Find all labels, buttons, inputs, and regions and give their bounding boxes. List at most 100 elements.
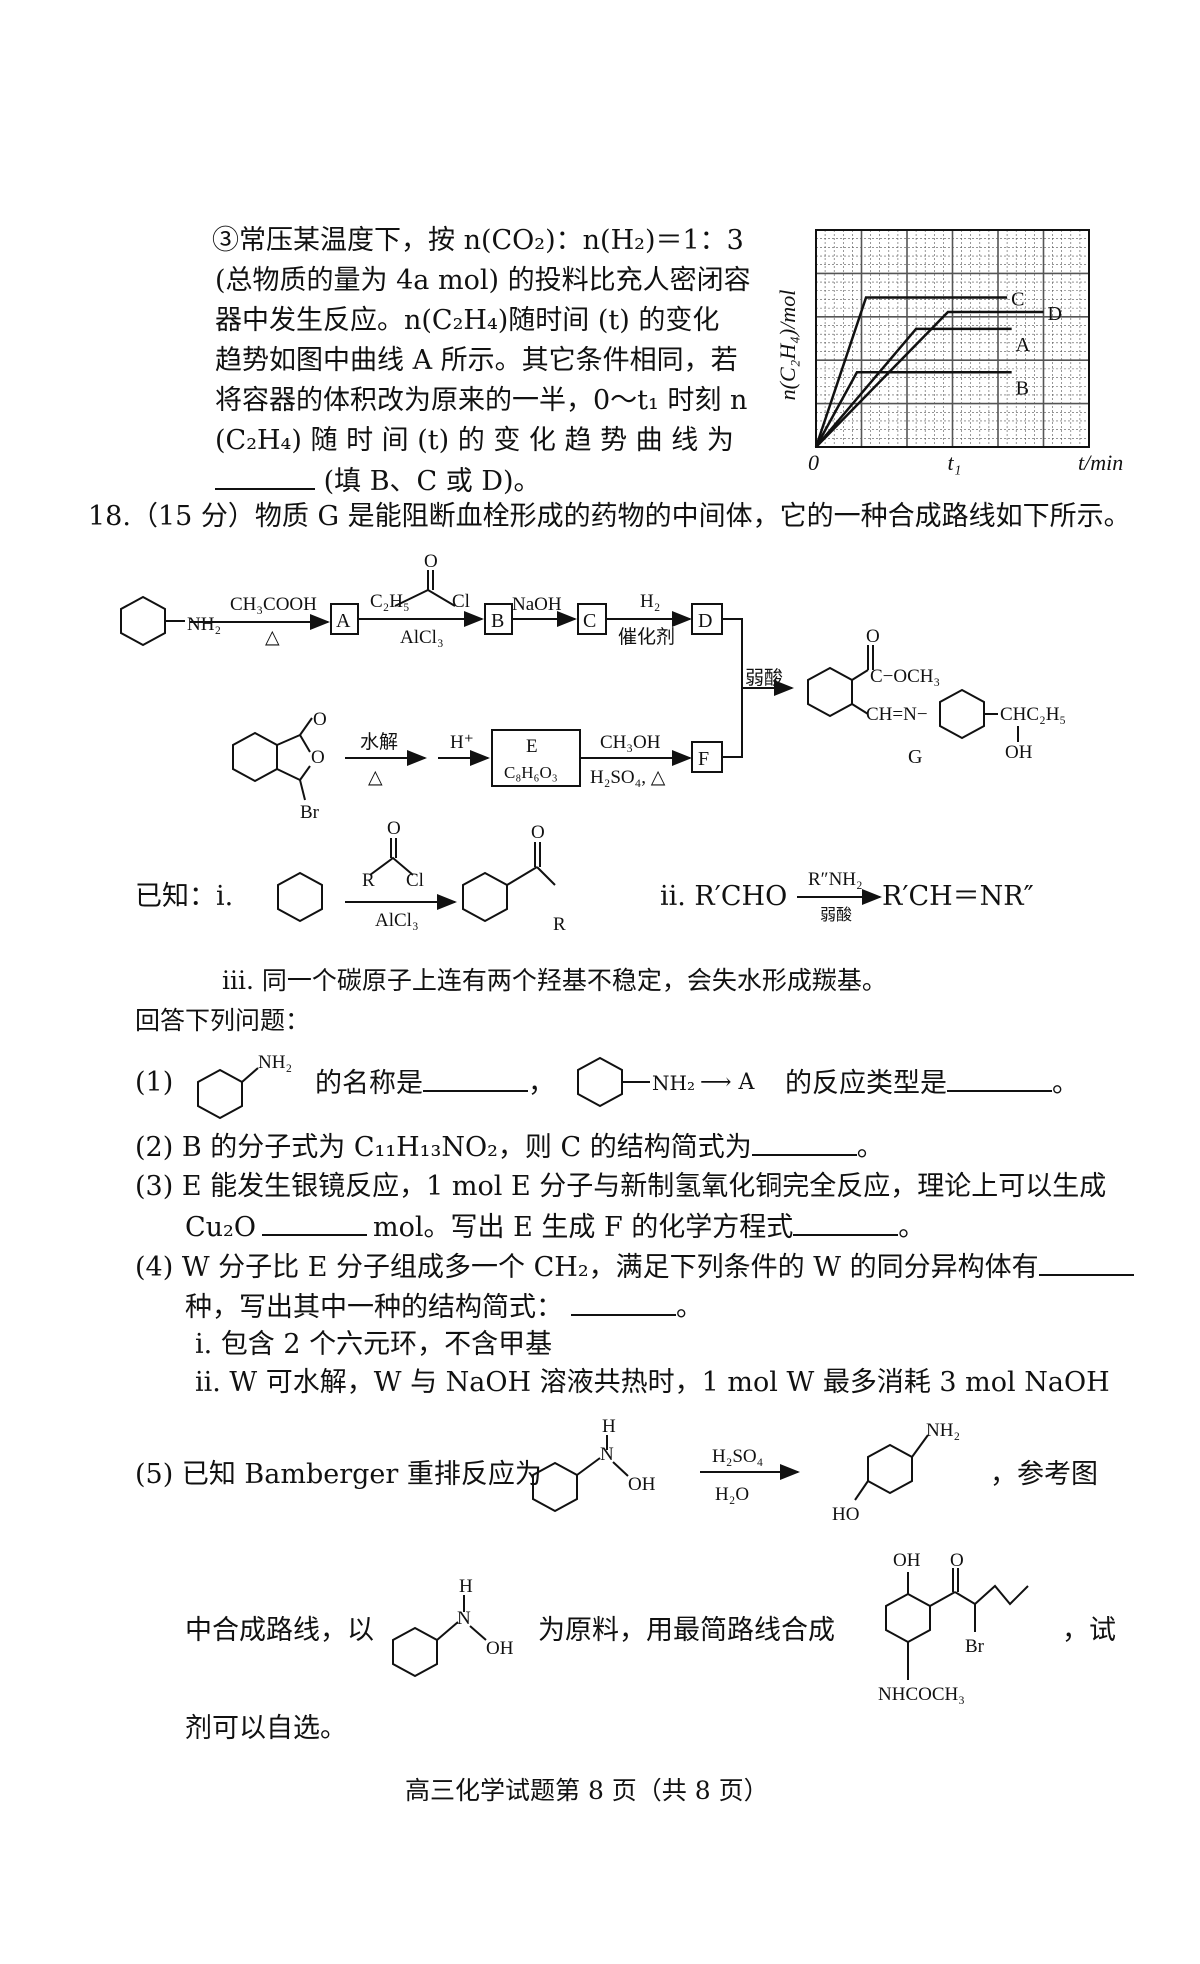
q1-comma: ，: [528, 1068, 555, 1099]
q3-line2: Cu₂O mol。写出 E 生成 F 的化学方程式 。: [185, 1210, 925, 1245]
q1-type-prompt: 的反应类型是。: [785, 1066, 1079, 1101]
compound-g: G: [908, 746, 922, 768]
svg-text:N: N: [457, 1608, 471, 1629]
q4-line2: 种，写出其中一种的结构简式： 。: [185, 1290, 703, 1325]
answer-blank: [215, 464, 315, 490]
curve-label-C: C: [1011, 289, 1024, 311]
answer-blank: [947, 1066, 1052, 1092]
box-a: [330, 603, 359, 635]
svg-text:H: H: [459, 1576, 473, 1597]
q3-equation-prompt: mol。写出 E 生成 F 的化学方程式: [373, 1212, 794, 1243]
known-iii: ⅲ. 同一个碳原子上连有两个羟基不稳定，会失水形成羰基。: [222, 966, 887, 995]
q4-condition-2: ⅱ. W 可水解，W 与 NaOH 溶液共热时，1 mol W 最多消耗 3 m…: [195, 1367, 1110, 1398]
q4-line1: (4) W 分子比 E 分子组成多一个 CH₂，满足下列条件的 W 的同分异构体…: [135, 1250, 1134, 1285]
answer-blank: [751, 1130, 857, 1156]
chart-grid: [815, 229, 1090, 448]
q17-line: 将容器的体积改为原来的一半，0～t₁ 时刻 n: [215, 385, 748, 416]
svg-text:△: △: [368, 767, 383, 788]
curve-D: [815, 310, 1044, 448]
reagent-label: H⁺: [450, 732, 474, 753]
q4-text: (4) W 分子比 E 分子组成多一个 CH₂，满足下列条件的 W 的同分异构体…: [135, 1252, 1039, 1283]
svg-text:NH₂: NH₂: [926, 1420, 960, 1441]
curve-label-A: A: [1016, 334, 1031, 356]
q1-nh2: NH₂: [652, 1071, 695, 1095]
q4-end: 。: [676, 1292, 703, 1323]
svg-text:Br: Br: [300, 802, 320, 823]
atom-label: Cl: [452, 591, 470, 612]
box-d: [691, 603, 723, 635]
compound-c: C: [583, 610, 596, 632]
q2: (2) B 的分子式为 C₁₁H₁₃NO₂，则 C 的结构简式为。: [135, 1130, 884, 1165]
reagent-label: 水解: [360, 731, 398, 753]
benzene-ring-icon: [120, 595, 166, 647]
condition-label: 催化剂: [618, 626, 675, 648]
curve-A: [815, 327, 1012, 448]
answer-blank: [1038, 1250, 1134, 1276]
svg-text:H₂SO₄: H₂SO₄: [712, 1446, 763, 1467]
reagent-label: C₂H₅: [370, 591, 410, 612]
chart-frame: [815, 229, 1090, 448]
answer-blank: [262, 1210, 368, 1236]
svg-text:Br: Br: [965, 1636, 985, 1657]
q1-type-text: 的反应类型是: [785, 1068, 947, 1099]
svg-text:R: R: [362, 870, 375, 891]
svg-text:NH₂: NH₂: [258, 1052, 292, 1073]
nh2-label: NH₂: [187, 614, 221, 635]
condition-label: 弱酸: [745, 667, 783, 689]
svg-text:Cl: Cl: [406, 870, 424, 891]
compound-b: B: [491, 610, 504, 632]
chain-label: CHC₂H₅: [1000, 704, 1066, 725]
q3-cu2o: Cu₂O: [185, 1212, 257, 1243]
q5-intro: (5) 已知 Bamberger 重排反应为: [135, 1459, 542, 1490]
q5-line2a: 中合成路线，以: [185, 1615, 374, 1646]
q17-line: 趋势如图中曲线 A 所示。其它条件相同，若: [215, 345, 738, 376]
svg-text:O: O: [531, 822, 545, 843]
svg-text:R″NH₂: R″NH₂: [808, 869, 863, 890]
q1-name-prompt: 的名称是，: [315, 1066, 555, 1101]
q5-line2c: ，试: [1062, 1615, 1116, 1646]
svg-text:O: O: [311, 747, 325, 768]
q2-text: (2) B 的分子式为 C₁₁H₁₃NO₂，则 C 的结构简式为: [135, 1132, 752, 1163]
q3-line1: (3) E 能发生银镜反应，1 mol E 分子与新制氢氧化铜完全反应，理论上可…: [135, 1171, 1107, 1202]
box-b: [484, 603, 513, 635]
reagent-label: CH₃COOH: [230, 594, 317, 615]
q1-number: (1): [135, 1067, 174, 1098]
svg-text:R: R: [553, 914, 566, 935]
svg-text:OH: OH: [1005, 742, 1033, 763]
svg-text:O: O: [950, 1550, 964, 1571]
curve-B: [814, 371, 1012, 448]
q4-text2: 种，写出其中一种的结构简式：: [185, 1292, 563, 1323]
svg-text:O: O: [866, 626, 880, 647]
box-e: [491, 729, 581, 787]
q4-condition-1: ⅰ. 包含 2 个六元环，不含甲基: [195, 1329, 553, 1360]
q17-hint: (填 B、C 或 D)。: [323, 466, 541, 497]
svg-text:H: H: [602, 1416, 616, 1437]
compound-d: D: [698, 610, 712, 632]
chart-xlabel: t/min: [1078, 450, 1123, 475]
svg-text:HO: HO: [832, 1504, 859, 1525]
q5-ref: ，参考图: [990, 1459, 1098, 1490]
e-formula: C₈H₆O₃: [504, 763, 558, 782]
compound-a: A: [336, 610, 351, 632]
box-c: [577, 603, 607, 635]
q17-last-line: (填 B、C 或 D)。: [215, 464, 541, 499]
q3-end: 。: [898, 1212, 926, 1243]
answer-blank: [793, 1210, 899, 1236]
reagent-label: H₂: [640, 591, 660, 612]
answer-blank: [423, 1066, 528, 1092]
q17-line: 器中发生反应。n(C₂H₄)随时间 (t) 的变化: [215, 305, 720, 336]
compound-f: F: [698, 748, 709, 770]
page-footer: 高三化学试题第 8 页（共 8 页）: [405, 1776, 769, 1805]
q17-line: (总物质的量为 4a mol) 的投料比充人密闭容: [215, 265, 751, 296]
known-ii-reactant: ⅱ. R′CHO: [660, 881, 788, 912]
q5-line2b: 为原料，用最简路线合成: [538, 1615, 835, 1646]
condition-label: △: [265, 627, 280, 648]
q5-line3: 剂可以自选。: [185, 1713, 347, 1744]
known-ii-product: R′CH＝NR″: [882, 881, 1034, 912]
q17-line: ③常压某温度下，按 n(CO₂)：n(H₂)＝1：3: [212, 225, 744, 256]
svg-text:弱酸: 弱酸: [820, 906, 852, 924]
ester-label: C−OCH₃: [870, 666, 940, 687]
curve-label-D: D: [1048, 303, 1062, 325]
reagent-label: NaOH: [512, 594, 562, 615]
